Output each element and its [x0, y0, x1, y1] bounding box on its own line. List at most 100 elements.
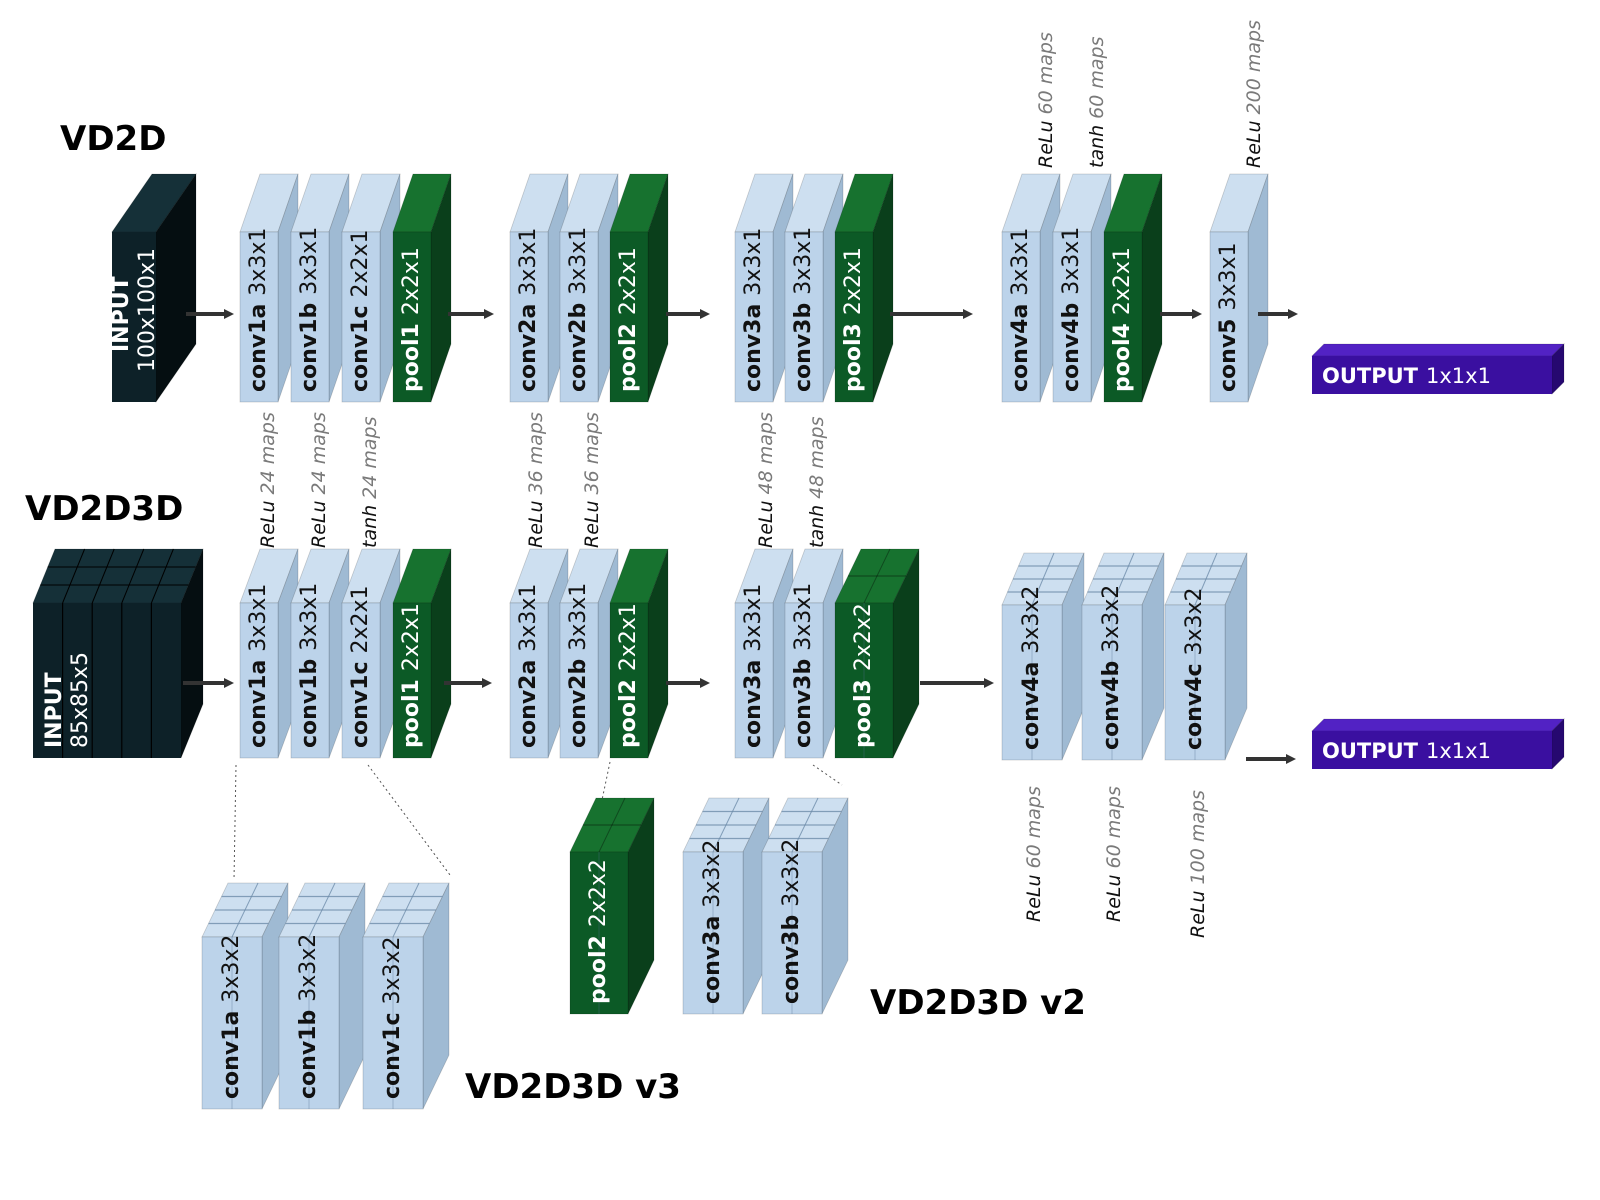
top-annotation: tanh60 maps: [1086, 36, 1108, 168]
svg-text:pool32x2x2: pool32x2x2: [851, 603, 876, 748]
activation-function: ReLu: [581, 500, 603, 548]
layer-name: conv3b: [791, 303, 816, 392]
layer-kernel-size: 2x2x1: [348, 229, 373, 297]
layer-name: conv3a: [741, 660, 766, 748]
layer-kernel-size: 3x3x1: [566, 227, 591, 295]
layer-kernel-size: 3x3x2: [1019, 586, 1044, 654]
svg-text:conv3b3x3x1: conv3b 3x3x1: [791, 227, 816, 392]
layer-kernel-size: 3x3x1: [791, 227, 816, 295]
svg-text:conv4a3x3x1: conv4a3x3x1: [1008, 228, 1033, 392]
layer-name: conv4b: [1059, 303, 1084, 392]
layer-kernel-size: 2x2x1: [1110, 247, 1135, 315]
svg-text:pool12x2x1: pool12x2x1: [399, 247, 424, 392]
feature-map-count: 36 maps: [525, 412, 547, 494]
input-label: INPUT: [42, 672, 67, 748]
middle-annotation: tanh24 maps: [359, 416, 381, 548]
svg-text:pool22x2x1: pool22x2x1: [616, 247, 641, 392]
feature-map-count: 48 maps: [806, 416, 828, 498]
svg-text:conv2b3x3x1: conv2b 3x3x1: [566, 227, 591, 392]
output-label: OUTPUT: [1322, 739, 1419, 763]
vd2d-conv2a-block: conv2a3x3x1: [509, 173, 569, 403]
activation-function: ReLu: [1187, 890, 1209, 938]
svg-text:conv3a3x3x2: conv3a3x3x2: [700, 840, 725, 1004]
svg-text:conv4c3x3x2: conv4c3x3x2: [1182, 587, 1207, 750]
svg-text:conv1b3x3x1: conv1b3x3x1: [297, 227, 322, 392]
v3-conv1a-block: conv1a3x3x2: [201, 882, 289, 1110]
layer-kernel-size: 3x3x2: [380, 936, 405, 1004]
feature-map-count: 24 maps: [308, 412, 330, 494]
svg-text:pool12x2x1: pool1 2x2x1: [399, 603, 424, 748]
svg-text:conv1c2x2x1: conv1c2x2x1: [348, 229, 373, 392]
vd2d3d-conv1b-block: conv1b3x3x1: [290, 548, 350, 759]
layer-name: pool2: [616, 679, 641, 748]
svg-text:conv3a3x3x1: conv3a 3x3x1: [741, 228, 766, 392]
layer-kernel-size: 3x3x1: [246, 584, 271, 652]
svg-text:conv2a3x3x1: conv2a 3x3x1: [516, 584, 541, 748]
layer-kernel-size: 2x2x1: [616, 247, 641, 315]
svg-text:INPUT85x85x5: INPUT85x85x5: [42, 652, 93, 748]
layer-kernel-size: 2x2x1: [616, 603, 641, 671]
layer-kernel-size: 3x3x1: [566, 583, 591, 651]
vd2d3d-conv4b-block: conv4b3x3x2: [1081, 552, 1165, 761]
feature-map-count: 48 maps: [755, 412, 777, 494]
layer-name: pool2: [586, 935, 611, 1004]
feature-map-count: 36 maps: [581, 412, 603, 494]
layer-kernel-size: 3x3x2: [779, 839, 804, 907]
vd2d3d-conv1a-block: conv1a 3x3x1: [239, 548, 299, 759]
output-size: 1x1x1: [1426, 364, 1491, 388]
top-annotation: ReLu60 maps: [1035, 32, 1057, 168]
layer-name: conv2b: [566, 303, 591, 392]
vd2d3d-conv2b-block: conv2b3x3x1: [559, 548, 619, 759]
feature-map-count: 60 maps: [1086, 36, 1108, 118]
zoom-guide-line: [367, 764, 451, 876]
svg-text:pool22x2x2: pool2 2x2x2: [586, 859, 611, 1004]
vd2d3d-pool1-block: pool1 2x2x1: [392, 548, 452, 759]
layer-name: conv1b: [296, 1010, 321, 1099]
layer-kernel-size: 3x3x1: [1008, 228, 1033, 296]
layer-name: conv1a: [219, 1011, 244, 1099]
svg-text:conv4b3x3x2: conv4b3x3x2: [1099, 585, 1124, 750]
layer-name: conv3b: [791, 659, 816, 748]
layer-kernel-size: 3x3x1: [516, 584, 541, 652]
vd2d-input-block: INPUT100x100x1: [109, 172, 197, 404]
top-annotation: ReLu200 maps: [1243, 20, 1265, 168]
layer-name: pool1: [399, 679, 424, 748]
feature-map-count: 100 maps: [1187, 790, 1209, 885]
zoom-guide-line: [601, 761, 611, 801]
layer-name: conv2a: [516, 660, 541, 748]
svg-text:conv53x3x1: conv53x3x1: [1216, 243, 1241, 393]
layer-name: conv1a: [246, 304, 271, 392]
svg-text:conv1a3x3x2: conv1a3x3x2: [219, 935, 244, 1099]
svg-text:conv2b3x3x1: conv2b3x3x1: [566, 583, 591, 748]
zoom-guide-line: [812, 764, 843, 786]
layer-name: conv3a: [741, 304, 766, 392]
vd2d-pool3-block: pool32x2x1: [834, 173, 894, 403]
layer-kernel-size: 3x3x1: [1059, 227, 1084, 295]
layer-kernel-size: 3x3x1: [791, 583, 816, 651]
bottom-annotation: ReLu60 maps: [1103, 786, 1125, 922]
feature-map-count: 24 maps: [359, 416, 381, 498]
feature-map-count: 24 maps: [257, 412, 279, 494]
layer-name: conv3b: [779, 915, 804, 1004]
layer-kernel-size: 2x2x1: [399, 603, 424, 671]
middle-annotation: ReLu 24 maps: [257, 412, 279, 548]
svg-text:conv1a3x3x1: conv1a3x3x1: [246, 228, 271, 392]
vd2d-conv1a-block: conv1a3x3x1: [239, 173, 299, 403]
input-size: 100x100x1: [135, 248, 160, 372]
svg-text:conv4b3x3x1: conv4b 3x3x1: [1059, 227, 1084, 392]
vd2d3d-pool3-block: pool32x2x2: [834, 548, 920, 759]
vd2d3d-conv3b-block: conv3b 3x3x1: [784, 548, 844, 759]
activation-function: ReLu: [257, 500, 279, 548]
title-vd2d3d: VD2D3D: [25, 489, 183, 529]
layer-name: conv1a: [246, 660, 271, 748]
layer-kernel-size: 3x3x1: [741, 228, 766, 296]
svg-text:conv1b3x3x2: conv1b3x3x2: [296, 934, 321, 1099]
layer-kernel-size: 2x2x2: [586, 859, 611, 927]
v3-conv1b-block: conv1b3x3x2: [278, 882, 366, 1110]
vd2d-conv5-block: conv53x3x1: [1209, 173, 1269, 403]
vd2d3d-conv4a-block: conv4a3x3x2: [1001, 552, 1085, 761]
layer-name: conv1c: [380, 1012, 405, 1099]
svg-text:conv1c2x2x1: conv1c2x2x1: [348, 585, 373, 748]
